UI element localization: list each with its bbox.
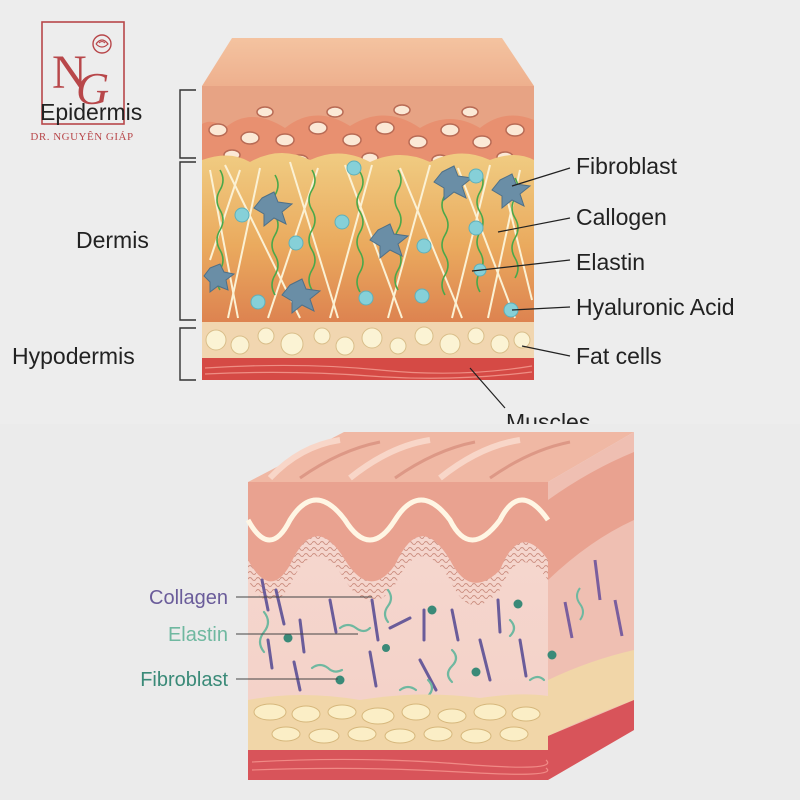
dermis-layer	[202, 152, 534, 322]
label-dermis: Dermis	[76, 227, 149, 253]
logo-letter-g: G	[76, 63, 109, 114]
cube-label-collagen: Collagen	[149, 587, 228, 609]
layer-brackets	[179, 89, 196, 381]
logo-letter-n: N	[52, 46, 87, 99]
skin-surface	[202, 38, 534, 86]
cube-fibroblast-cells	[283, 599, 557, 685]
label-fat-cells: Fat cells	[576, 343, 662, 369]
bottom-skin-cube: Collagen Elastin Fibroblast	[140, 432, 634, 780]
hyaluronic-acid-spheres	[234, 160, 519, 318]
brand-logo: N G DR. NGUYÊN GIÁP	[30, 21, 133, 143]
cube-top-face	[248, 432, 634, 482]
cube-leader-lines	[236, 596, 372, 680]
cube-label-elastin: Elastin	[168, 624, 228, 646]
top-skin-cross-section: Epidermis Dermis Hypodermis Fibroblast C…	[12, 38, 735, 435]
label-elastin: Elastin	[576, 249, 645, 275]
label-hypodermis: Hypodermis	[12, 343, 135, 369]
label-fibroblast: Fibroblast	[576, 153, 678, 179]
cube-label-fibroblast: Fibroblast	[140, 669, 228, 691]
label-collagen: Callogen	[576, 204, 667, 230]
fibroblast-cells	[203, 165, 532, 315]
leader-lines	[469, 167, 571, 409]
cube-collagen-fibers	[260, 578, 528, 692]
cube-muscle-layer	[248, 750, 548, 780]
cube-epidermis	[248, 482, 548, 583]
rose-icon	[92, 34, 112, 54]
logo-caption: DR. NGUYÊN GIÁP	[30, 131, 133, 143]
cube-elastin-fibers	[258, 588, 546, 698]
label-hyaluronic-acid: Hyaluronic Acid	[576, 294, 735, 320]
logo-frame	[41, 21, 125, 125]
label-epidermis: Epidermis	[40, 99, 142, 125]
fat-cells	[205, 326, 531, 356]
